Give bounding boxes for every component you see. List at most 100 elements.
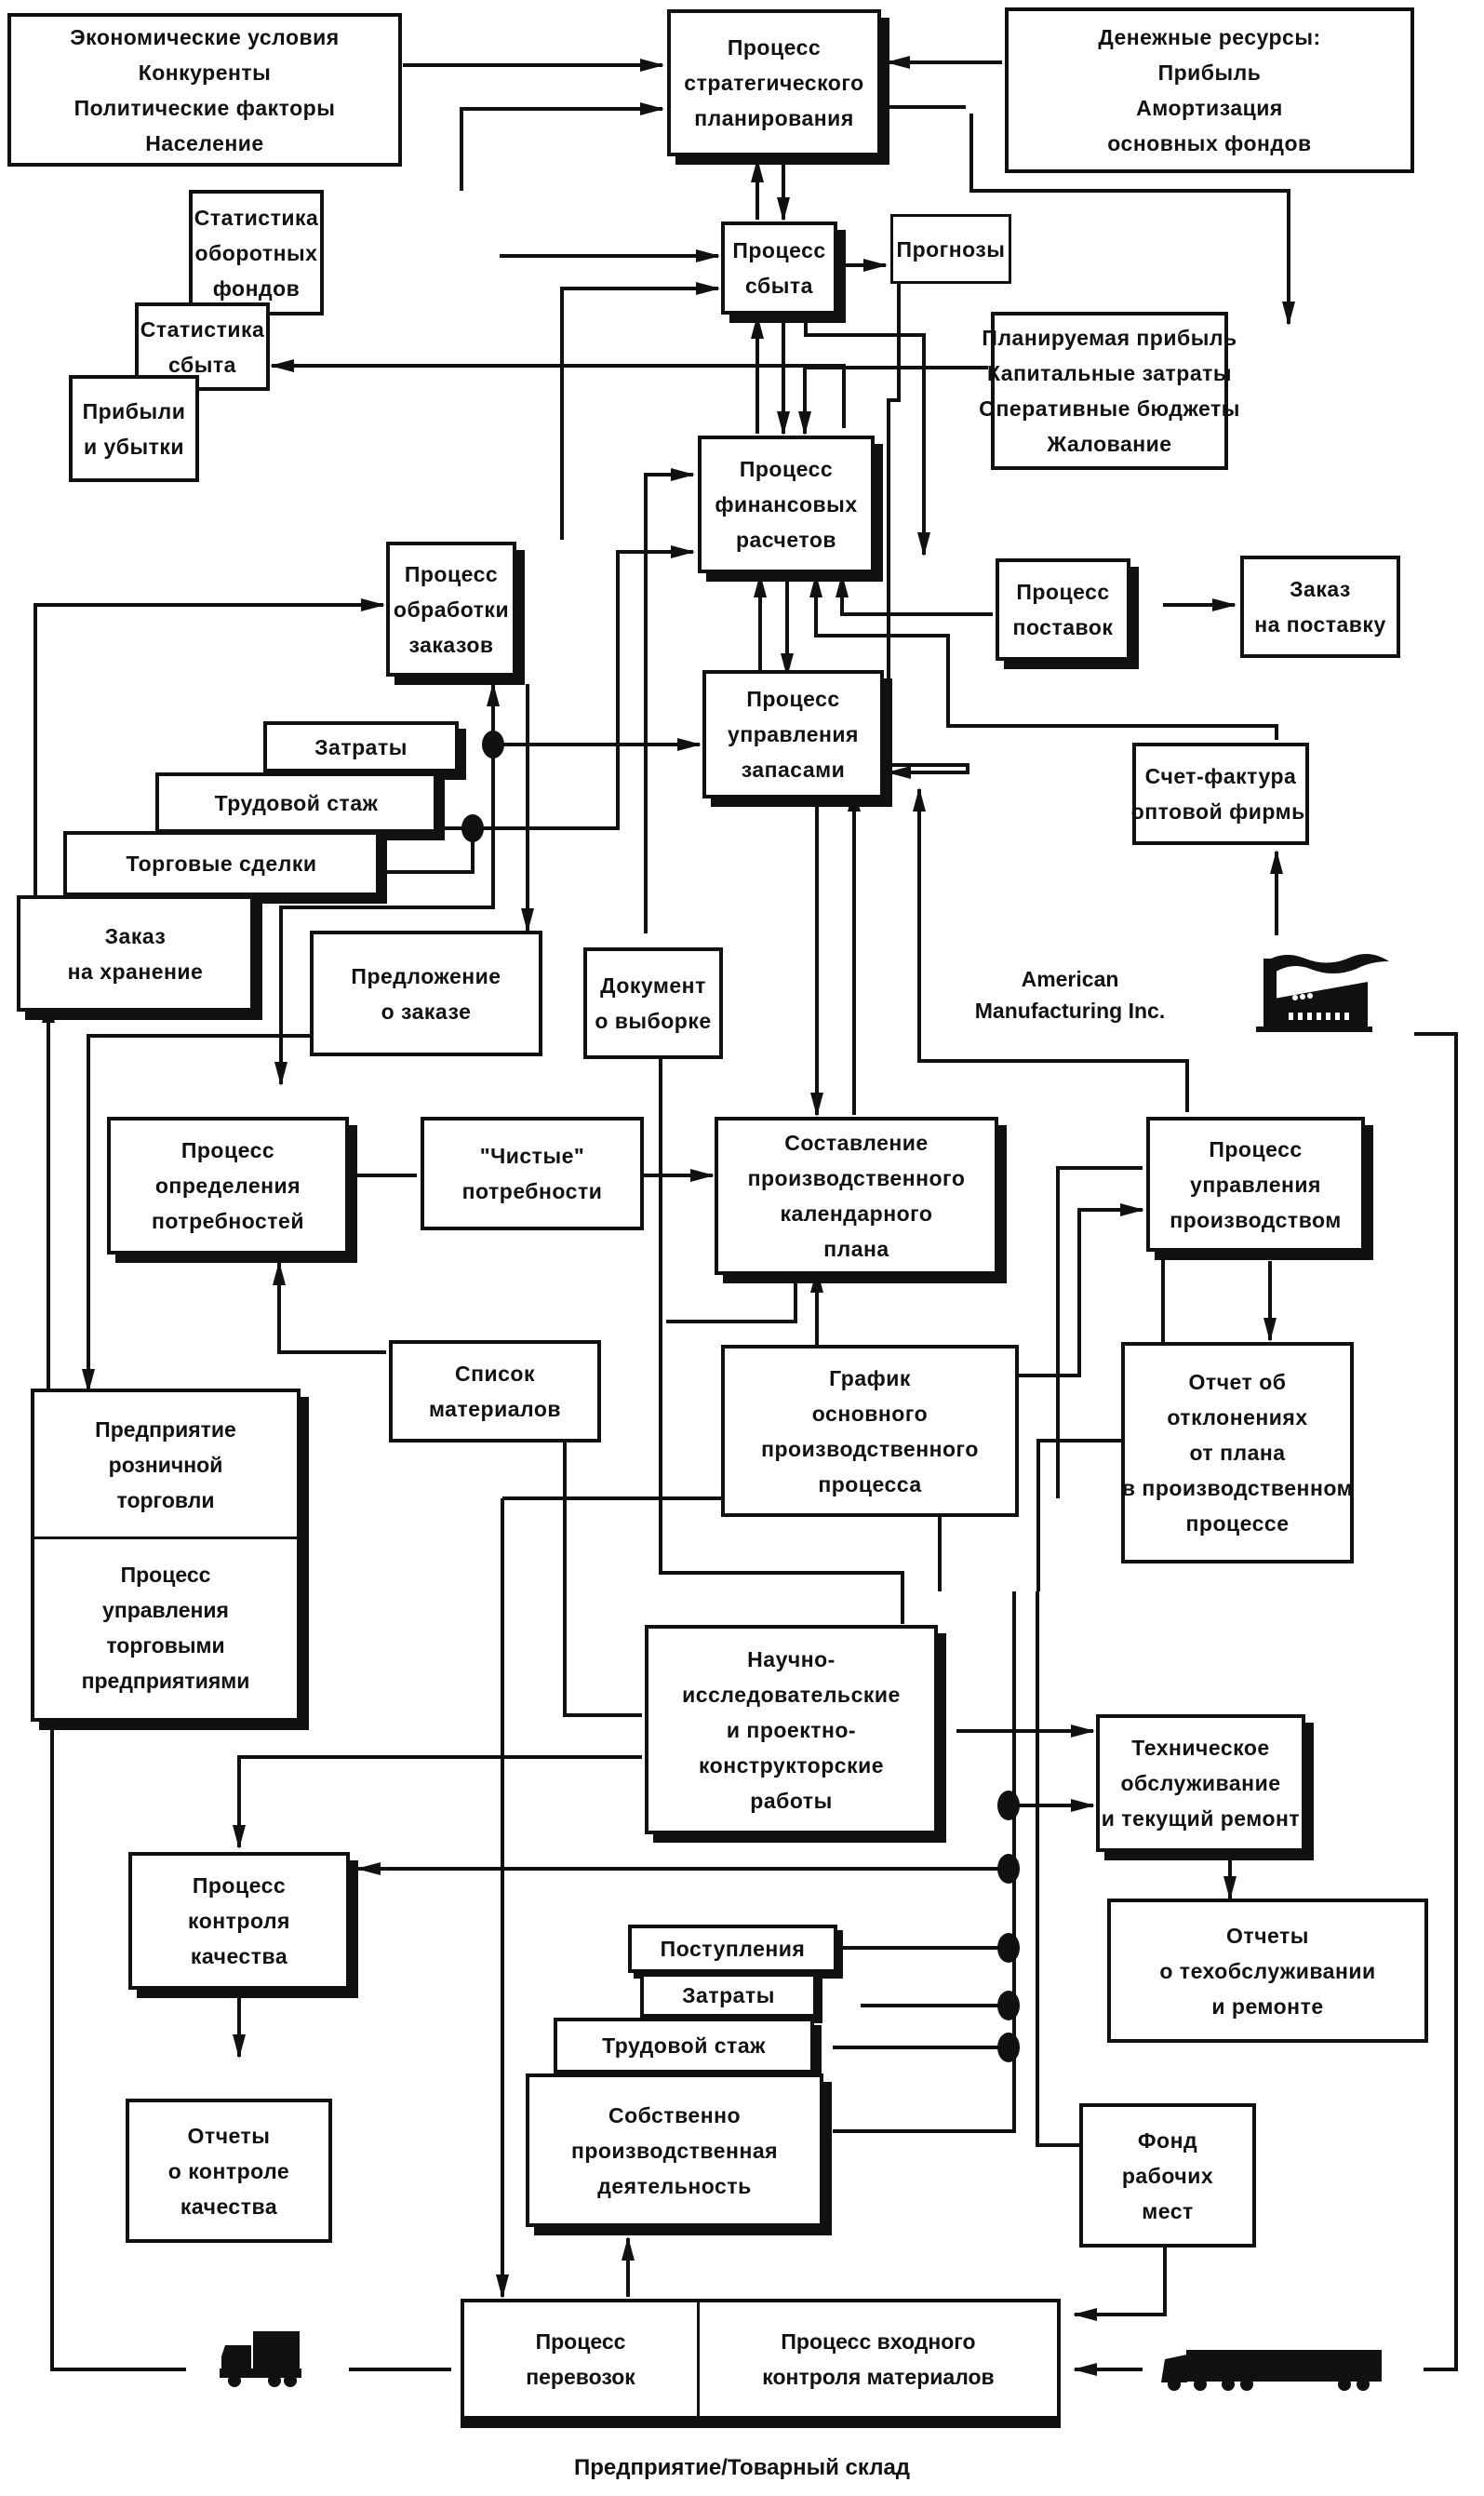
node-sales-process: Процесс сбыта (721, 221, 837, 315)
node-text-line: Конкуренты (138, 60, 272, 85)
node-text-line: Список (455, 1362, 535, 1386)
node-text-line: потребностей (151, 1209, 304, 1233)
node-text-line: расчетов (735, 528, 837, 552)
node-text-line: на хранение (67, 959, 204, 984)
node-text-line: Прибыли (82, 398, 186, 423)
arrow-statfunds-to-strategic (460, 102, 664, 191)
node-text-line: Процесс входного (781, 2329, 976, 2354)
node-text-line: Оперативные бюджеты (979, 396, 1240, 421)
node-text-line: Manufacturing Inc. (974, 999, 1166, 1023)
node-text-line: обслуживание (1120, 1771, 1281, 1795)
node-text-line: о контроле (167, 2158, 290, 2183)
node-text-line: процесса (818, 1471, 922, 1496)
node-text-line: Процесс (732, 238, 826, 262)
node-text-line: оборотных (194, 240, 318, 265)
node-text-line: Денежные ресурсы: (1098, 25, 1321, 49)
node-text-line: Процесс (1209, 1136, 1303, 1161)
node-text-line: сбыта (745, 274, 813, 298)
truck-icon (220, 2331, 301, 2387)
node-text-line: производством (1170, 1207, 1342, 1232)
node-text-line: управления (102, 1598, 229, 1622)
node-text-line: оптовой фирмы (1130, 799, 1311, 824)
node-text-line: Составление (784, 1131, 929, 1155)
node-text-line: Техническое (1131, 1736, 1270, 1760)
node-text-line: Поступления (660, 1937, 806, 1961)
arrow-storage-to-orders (33, 598, 385, 912)
node-text-line: и текущий ремонт (1101, 1806, 1301, 1831)
node-supply-process: Процесс поставок (996, 558, 1130, 661)
node-text-line: планирования (694, 106, 854, 130)
node-text-line: Затраты (682, 1983, 775, 2007)
node-forecasts: Прогнозы (890, 214, 1011, 284)
node-text-line: Процесс (727, 35, 822, 60)
node-costs-bottom: Затраты (640, 1973, 817, 2018)
node-text-line: Население (145, 130, 264, 155)
node-text-line: стратегического (684, 71, 864, 95)
node-text-line: "Чистые" (479, 1144, 585, 1168)
node-text-line: определения (154, 1174, 301, 1198)
node-text-line: о техобслуживании (1159, 1958, 1376, 1983)
arrow-dot-to-finance (473, 545, 695, 830)
node-text-line: Отчеты (1226, 1923, 1309, 1948)
node-text-line: и ремонте (1211, 1993, 1324, 2019)
arrow-rnd-to-quality (233, 1755, 642, 1849)
junction-dot (997, 1854, 1020, 1884)
node-text-line: и проектно- (726, 1717, 857, 1742)
node-text-line: поставок (1012, 615, 1114, 639)
node-text-line: основных фондов (1107, 131, 1312, 155)
line-bom-to-rnd (563, 1443, 642, 1717)
node-text-line: мест (1142, 2198, 1194, 2223)
node-text-line: Процесс (404, 561, 499, 586)
node-text-line: Прогнозы (896, 236, 1006, 262)
arrow-strategic-to-budgets (888, 105, 1289, 324)
node-text-line: заказов (408, 632, 494, 657)
node-text-line: Статистика (194, 205, 319, 230)
node-text-line: финансовых (715, 492, 858, 517)
arrow-invoice-to-finance (809, 573, 1278, 740)
node-text-line: отклонениях (1167, 1405, 1308, 1429)
node-text-line: Заказ (104, 923, 167, 948)
node-text-line: Отчеты (187, 2123, 271, 2148)
node-strategic-planning: Процесс стратегического планирования (667, 9, 881, 156)
node-text-line: Процесс (746, 687, 840, 711)
arrow-supply-to-finance (836, 573, 993, 616)
junction-dot (997, 1991, 1020, 2020)
node-text-line: управления (1190, 1172, 1321, 1197)
node-text-line: Капитальные затраты (986, 361, 1233, 385)
node-seniority-bottom: Трудовой стаж (554, 2018, 814, 2073)
node-text-line: плана (823, 1237, 889, 1261)
node-text-line: Затраты (314, 734, 408, 759)
diagram-caption: Предприятие/Товарный склад (573, 2455, 911, 2480)
node-text-line: от плана (1189, 1441, 1286, 1465)
node-text-line: Процесс (192, 1873, 287, 1898)
node-text-line: производственного (761, 1436, 979, 1461)
node-text-line: конструкторские (698, 1752, 885, 1778)
node-text-line: Предприятие (95, 1416, 236, 1442)
node-text-line: Документ (600, 973, 706, 998)
node-text-line: Процесс (1016, 580, 1110, 604)
node-text-line: перевозок (526, 2365, 635, 2389)
node-text-line: качества (190, 1944, 288, 1968)
node-text-line: Научно- (747, 1646, 836, 1671)
